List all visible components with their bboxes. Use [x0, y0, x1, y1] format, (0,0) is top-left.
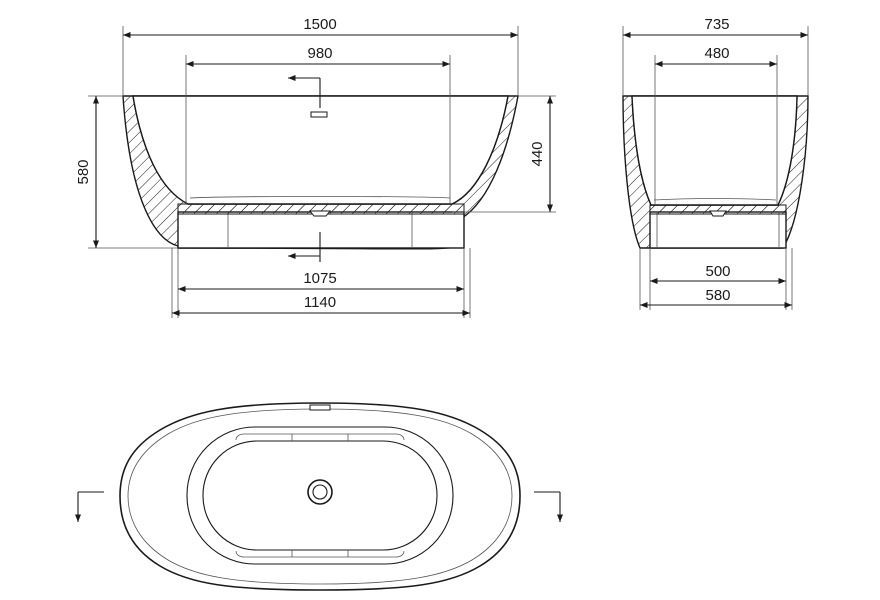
top-overflow	[309, 404, 331, 411]
top-basin-outer	[186, 426, 454, 565]
dim-inner-depth: 440	[529, 141, 546, 166]
dim-overall-width: 735	[704, 16, 729, 33]
end-view: 735 480 500 580	[622, 16, 809, 310]
side-view: 1500 980 580 440 1075 1140	[75, 16, 556, 318]
dim-base-outer-width: 580	[705, 287, 730, 304]
top-inner-rim	[127, 408, 513, 585]
dim-overall-length: 1500	[303, 16, 336, 33]
top-drain	[307, 479, 333, 505]
dim-overall-height: 580	[75, 159, 92, 184]
side-drain	[308, 210, 332, 217]
end-base	[649, 211, 787, 249]
end-basin	[631, 95, 798, 206]
side-base	[177, 211, 465, 249]
dim-base-outer-length: 1140	[304, 294, 336, 311]
top-outer-rim	[119, 402, 521, 591]
top-view	[74, 402, 564, 591]
section-mark-right	[534, 491, 564, 522]
section-mark-left	[74, 491, 104, 522]
side-overflow	[310, 111, 328, 118]
top-basin-floor	[202, 440, 438, 551]
dim-inner-width: 480	[704, 45, 729, 62]
dim-base-inner-width: 500	[705, 263, 730, 280]
dim-base-inner-length: 1075	[303, 270, 336, 287]
dim-inner-length: 980	[307, 45, 332, 62]
